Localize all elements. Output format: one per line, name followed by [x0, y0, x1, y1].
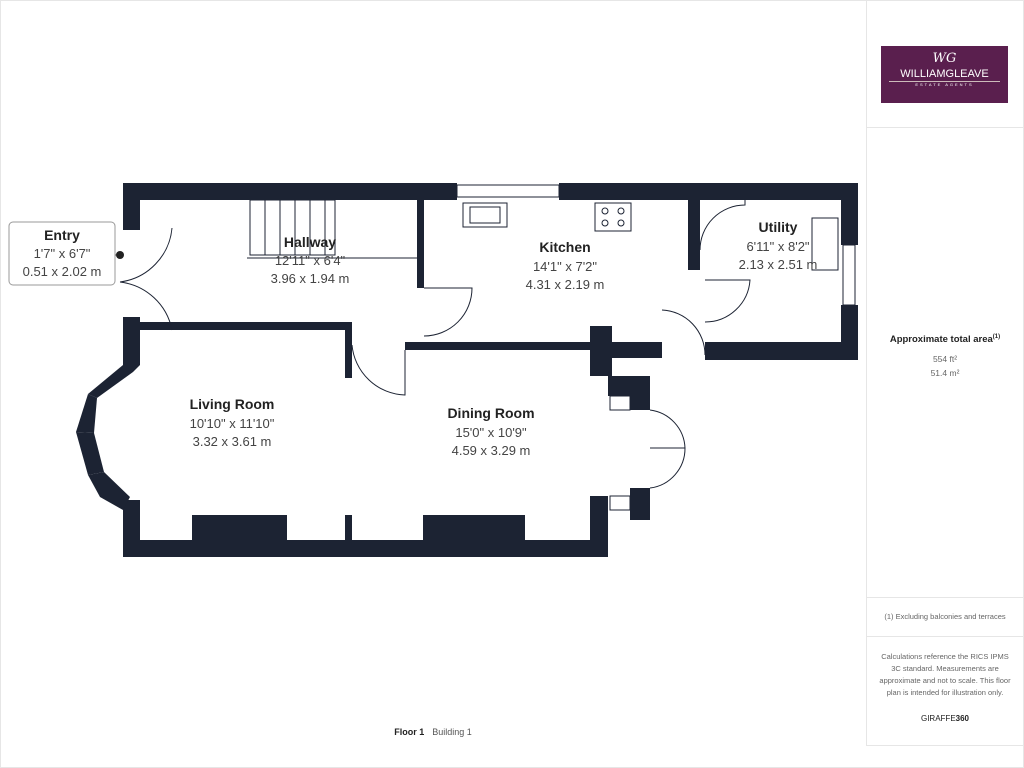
room-utility: Utility 6'11" x 8'2" 2.13 x 2.51 m [739, 219, 818, 272]
room-name: Dining Room [447, 405, 534, 421]
room-name: Utility [759, 219, 798, 235]
divider [866, 636, 1024, 637]
room-dim-metric: 4.59 x 3.29 m [452, 443, 531, 458]
room-name: Hallway [284, 234, 336, 250]
area-title-text: Approximate total area [889, 334, 993, 346]
room-living-room: Living Room 10'10" x 11'10" 3.32 x 3.61 … [190, 396, 275, 449]
room-dim-imperial: 10'10" x 11'10" [190, 416, 275, 431]
walls [76, 183, 858, 557]
room-dim-metric: 3.32 x 3.61 m [193, 434, 272, 449]
building-name: Building 1 [432, 727, 472, 737]
room-dim-metric: 4.31 x 2.19 m [526, 277, 605, 292]
room-kitchen: Kitchen 14'1" x 7'2" 4.31 x 2.19 m [526, 239, 605, 292]
logo-text: WILLIAMGLEAVE [900, 68, 989, 80]
logo-subtext: ESTATE AGENTS [889, 81, 1000, 87]
room-dim-imperial: 15'0" x 10'9" [455, 425, 527, 440]
room-hallway: Hallway 12'11" x 6'4" 3.96 x 1.94 m [271, 234, 350, 286]
entry-marker-dot [116, 251, 124, 259]
area-sqft: 554 ft² [932, 354, 958, 364]
floor-plan: Entry 1'7" x 6'7" 0.51 x 2.02 m Hallway … [8, 183, 858, 557]
room-entry: Entry 1'7" x 6'7" 0.51 x 2.02 m [23, 227, 102, 279]
entry-callout [8, 221, 116, 286]
giraffe360-logo: GIRAFFE360 [866, 714, 1024, 723]
fixtures [119, 184, 856, 511]
room-dim-imperial: 12'11" x 6'4" [275, 253, 346, 268]
room-name: Kitchen [539, 239, 590, 255]
divider [866, 127, 1024, 128]
room-dim-imperial: 14'1" x 7'2" [533, 259, 597, 274]
area-title: Approximate total area(1) [866, 334, 1024, 345]
info-sidebar [866, 0, 1024, 746]
floor-label: Floor 1 Building 1 [0, 727, 866, 737]
room-dim-imperial: 1'7" x 6'7" [34, 246, 91, 261]
divider [866, 597, 1024, 598]
giraffe-number: 360 [955, 714, 970, 723]
disclaimer: Calculations reference the RICS IPMS 3C … [879, 652, 1011, 697]
room-dim-imperial: 6'11" x 8'2" [746, 239, 809, 254]
logo-monogram: WG [932, 51, 957, 66]
room-name: Living Room [190, 396, 275, 412]
giraffe-text: GIRAFFE [920, 714, 956, 723]
room-name: Entry [44, 227, 80, 243]
footnote: (1) Excluding balconies and terraces [884, 612, 1006, 621]
footnote-mark: (1) [992, 334, 1001, 340]
area-sqm: 51.4 m² [930, 368, 960, 378]
room-dim-metric: 0.51 x 2.02 m [23, 264, 102, 279]
room-dim-metric: 3.96 x 1.94 m [271, 271, 350, 286]
floor-name: Floor 1 [394, 727, 425, 737]
room-dining-room: Dining Room 15'0" x 10'9" 4.59 x 3.29 m [447, 405, 534, 458]
brand-logo: WG WILLIAMGLEAVE ESTATE AGENTS [881, 46, 1008, 103]
room-dim-metric: 2.13 x 2.51 m [739, 257, 818, 272]
